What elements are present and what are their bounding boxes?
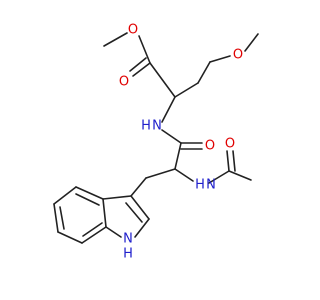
bond-acet-nh-to-co [208, 170, 230, 184]
ester-carbonyl-oxygen-label: O [119, 75, 129, 90]
acetyl-oxygen-label: O [225, 137, 235, 152]
bond-c3-c2-1 [130, 195, 150, 220]
bond-c2-to-n1 [134, 218, 150, 238]
bond-c7-c7a-1 [81, 226, 107, 244]
bond-n1-to-c7a [105, 226, 122, 238]
bond-c3-c2-2 [125, 202, 143, 223]
bond-layer [53, 32, 259, 244]
bond-ester-o-carbon [138, 35, 151, 64]
indole-hydrogen-label: H [123, 247, 133, 262]
bond-c3a-c4-1 [75, 186, 104, 200]
amide-hydrogen-label: H [141, 119, 151, 134]
bond-alpha-to-nh [161, 96, 176, 123]
indole-nitrogen-label: N [123, 232, 133, 247]
bond-nh-to-amide-c [161, 129, 182, 144]
bond-acetyl-co-2 [232, 150, 236, 172]
bond-c7-c7a-2 [82, 222, 103, 237]
atom-label-layer: O O O N H O N H O N H [119, 23, 243, 262]
bond-c5-c6-1 [53, 203, 59, 233]
amide-oxygen-label: O [205, 139, 215, 154]
bond-c3-to-c3a [102, 195, 132, 200]
acetamide-hydrogen-label: H [195, 178, 205, 193]
bond-alpha-to-ch2a [174, 82, 199, 98]
bond-ether-o-to-methyl [244, 33, 259, 52]
acetamide-nitrogen-label: N [206, 178, 216, 193]
bond-c6-c7 [57, 231, 83, 244]
bond-acetyl-methyl [228, 170, 252, 181]
bond-ester-methyl [103, 32, 128, 47]
bond-ester-carbonyl-1 [132, 62, 151, 77]
bond-alpha2-to-acet-nh [174, 168, 194, 182]
amide-nitrogen-label: N [152, 119, 162, 134]
bond-ester-carbonyl-2 [129, 57, 147, 72]
bond-alpha2-to-ch2 [145, 168, 176, 179]
bond-c5-c6-2 [59, 206, 65, 230]
bond-ch2a-to-ch2b [197, 61, 211, 84]
ester-oxygen-label: O [128, 23, 138, 38]
ether-oxygen-label: O [233, 48, 243, 63]
bond-c3a-c4-2 [75, 193, 100, 206]
molecule-structure-diagram: O O O N H O N H O N H [53, 23, 259, 262]
bond-c3a-to-c7a [102, 198, 107, 228]
bond-acetyl-co-1 [226, 150, 230, 172]
bond-ch2b-to-ether-o [209, 55, 231, 63]
bond-c4-c5 [53, 186, 77, 205]
bond-ester-to-alpha [149, 62, 176, 98]
bond-amide-c-to-alpha2 [174, 142, 182, 170]
bond-ch2-to-indole-c3 [130, 177, 147, 197]
